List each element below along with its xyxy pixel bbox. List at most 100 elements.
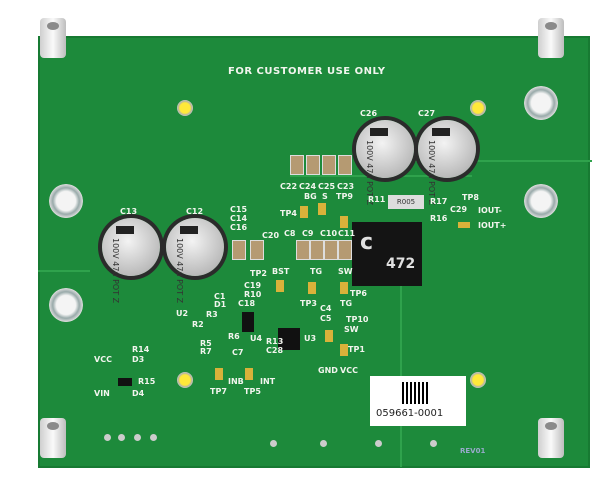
test-pad <box>215 368 223 380</box>
silkscreen-label: C1 <box>214 292 226 301</box>
silkscreen-label: C18 <box>238 299 256 308</box>
silkscreen-label: VIN <box>94 389 110 398</box>
led <box>177 100 193 116</box>
mlcc <box>232 240 246 260</box>
mlcc <box>338 155 352 175</box>
led <box>470 372 486 388</box>
test-pad <box>318 203 326 215</box>
silkscreen-label: C20 <box>262 231 280 240</box>
silkscreen-label: R2 <box>192 320 204 329</box>
silkscreen-label: TP2 <box>250 269 267 278</box>
led <box>177 372 193 388</box>
silkscreen-label: R15 <box>138 377 156 386</box>
via <box>270 440 277 447</box>
led <box>470 100 486 116</box>
silkscreen-label: C28 <box>266 346 284 355</box>
header-pin <box>118 434 125 441</box>
silkscreen-label: C25 <box>318 182 336 191</box>
silkscreen-label: C23 <box>337 182 355 191</box>
silkscreen-label: R10 <box>244 290 262 299</box>
mlcc <box>338 240 352 260</box>
silkscreen-label: BG <box>304 192 317 201</box>
silkscreen-label: U3 <box>304 334 317 343</box>
mounting-hole <box>49 184 83 218</box>
silkscreen-label: INB <box>228 377 244 386</box>
silkscreen-label: R7 <box>200 347 212 356</box>
silkscreen-label: R17 <box>430 197 448 206</box>
silkscreen-label: TP7 <box>210 387 227 396</box>
mounting-hole <box>49 288 83 322</box>
silkscreen-label: TP5 <box>244 387 261 396</box>
silkscreen-label: R14 <box>132 345 150 354</box>
silkscreen-label: R11 <box>368 195 386 204</box>
mlcc <box>310 240 324 260</box>
test-pad <box>458 222 470 228</box>
silkscreen-label: VCC <box>94 355 112 364</box>
mlcc <box>322 155 336 175</box>
silkscreen-label: D4 <box>132 389 145 398</box>
silkscreen-label: INT <box>260 377 276 386</box>
serial-label: 059661-0001 <box>370 376 466 426</box>
mlcc <box>290 155 304 175</box>
silkscreen-label: C22 <box>280 182 298 191</box>
silkscreen-label: R6 <box>228 332 240 341</box>
silkscreen-label: C19 <box>244 281 262 290</box>
trace <box>38 270 90 272</box>
mlcc <box>324 240 338 260</box>
silkscreen-label: TP4 <box>280 209 297 218</box>
silkscreen-label: C7 <box>232 348 244 357</box>
silkscreen-label: C5 <box>320 314 332 323</box>
capacitor-c13: 100V 47u POT Z <box>102 218 160 303</box>
silkscreen-label: TG <box>310 267 323 276</box>
mlcc <box>250 240 264 260</box>
silkscreen-label: TP8 <box>462 193 479 202</box>
rev-marking: REV01 <box>460 447 486 455</box>
silkscreen-label: TP9 <box>336 192 353 201</box>
silkscreen-label: IOUT- <box>478 206 502 215</box>
header-pin <box>104 434 111 441</box>
silkscreen-label: C15 <box>230 205 248 214</box>
test-pad <box>340 282 348 294</box>
test-pad <box>308 282 316 294</box>
silkscreen-label: SW <box>344 325 359 334</box>
test-pad <box>245 368 253 380</box>
silkscreen-label: C10 <box>320 229 338 238</box>
silkscreen-label: C29 <box>450 205 468 214</box>
silkscreen-label: IOUT+ <box>478 221 507 230</box>
capacitor-c26: 100V 47u POT Z <box>356 120 414 205</box>
qr-code <box>402 382 430 404</box>
silkscreen-label: BST <box>272 267 290 276</box>
test-pad <box>276 280 284 292</box>
resistor-r11: R005 <box>388 195 424 209</box>
test-pad <box>340 344 348 356</box>
ic-u4 <box>242 312 254 332</box>
silkscreen-label: U4 <box>250 334 263 343</box>
via <box>375 440 382 447</box>
standoff <box>538 418 564 458</box>
via <box>430 440 437 447</box>
silkscreen-label: R13 <box>266 337 284 346</box>
capacitor-c27: 100V 47u POT Z <box>418 120 476 205</box>
header-pin <box>134 434 141 441</box>
test-pad <box>300 206 308 218</box>
ic-u3 <box>278 328 300 350</box>
silkscreen-label: GND <box>318 366 338 375</box>
silkscreen-label: R3 <box>206 310 218 319</box>
silkscreen-label: C8 <box>284 229 296 238</box>
mlcc <box>296 240 310 260</box>
test-pad <box>340 216 348 228</box>
silkscreen-label: SW <box>338 267 353 276</box>
ref-c12: C12 <box>186 207 204 216</box>
silkscreen-label: TP1 <box>348 345 365 354</box>
via <box>320 440 327 447</box>
silkscreen-label: D1 <box>214 300 227 309</box>
ref-c26: C26 <box>360 109 378 118</box>
standoff <box>40 418 66 458</box>
silkscreen-label: C9 <box>302 229 314 238</box>
test-pad <box>325 330 333 342</box>
silkscreen-label: R5 <box>200 339 212 348</box>
silkscreen-label: D3 <box>132 355 145 364</box>
silkscreen-label: C11 <box>338 229 356 238</box>
silkscreen-label: VCC <box>340 366 358 375</box>
